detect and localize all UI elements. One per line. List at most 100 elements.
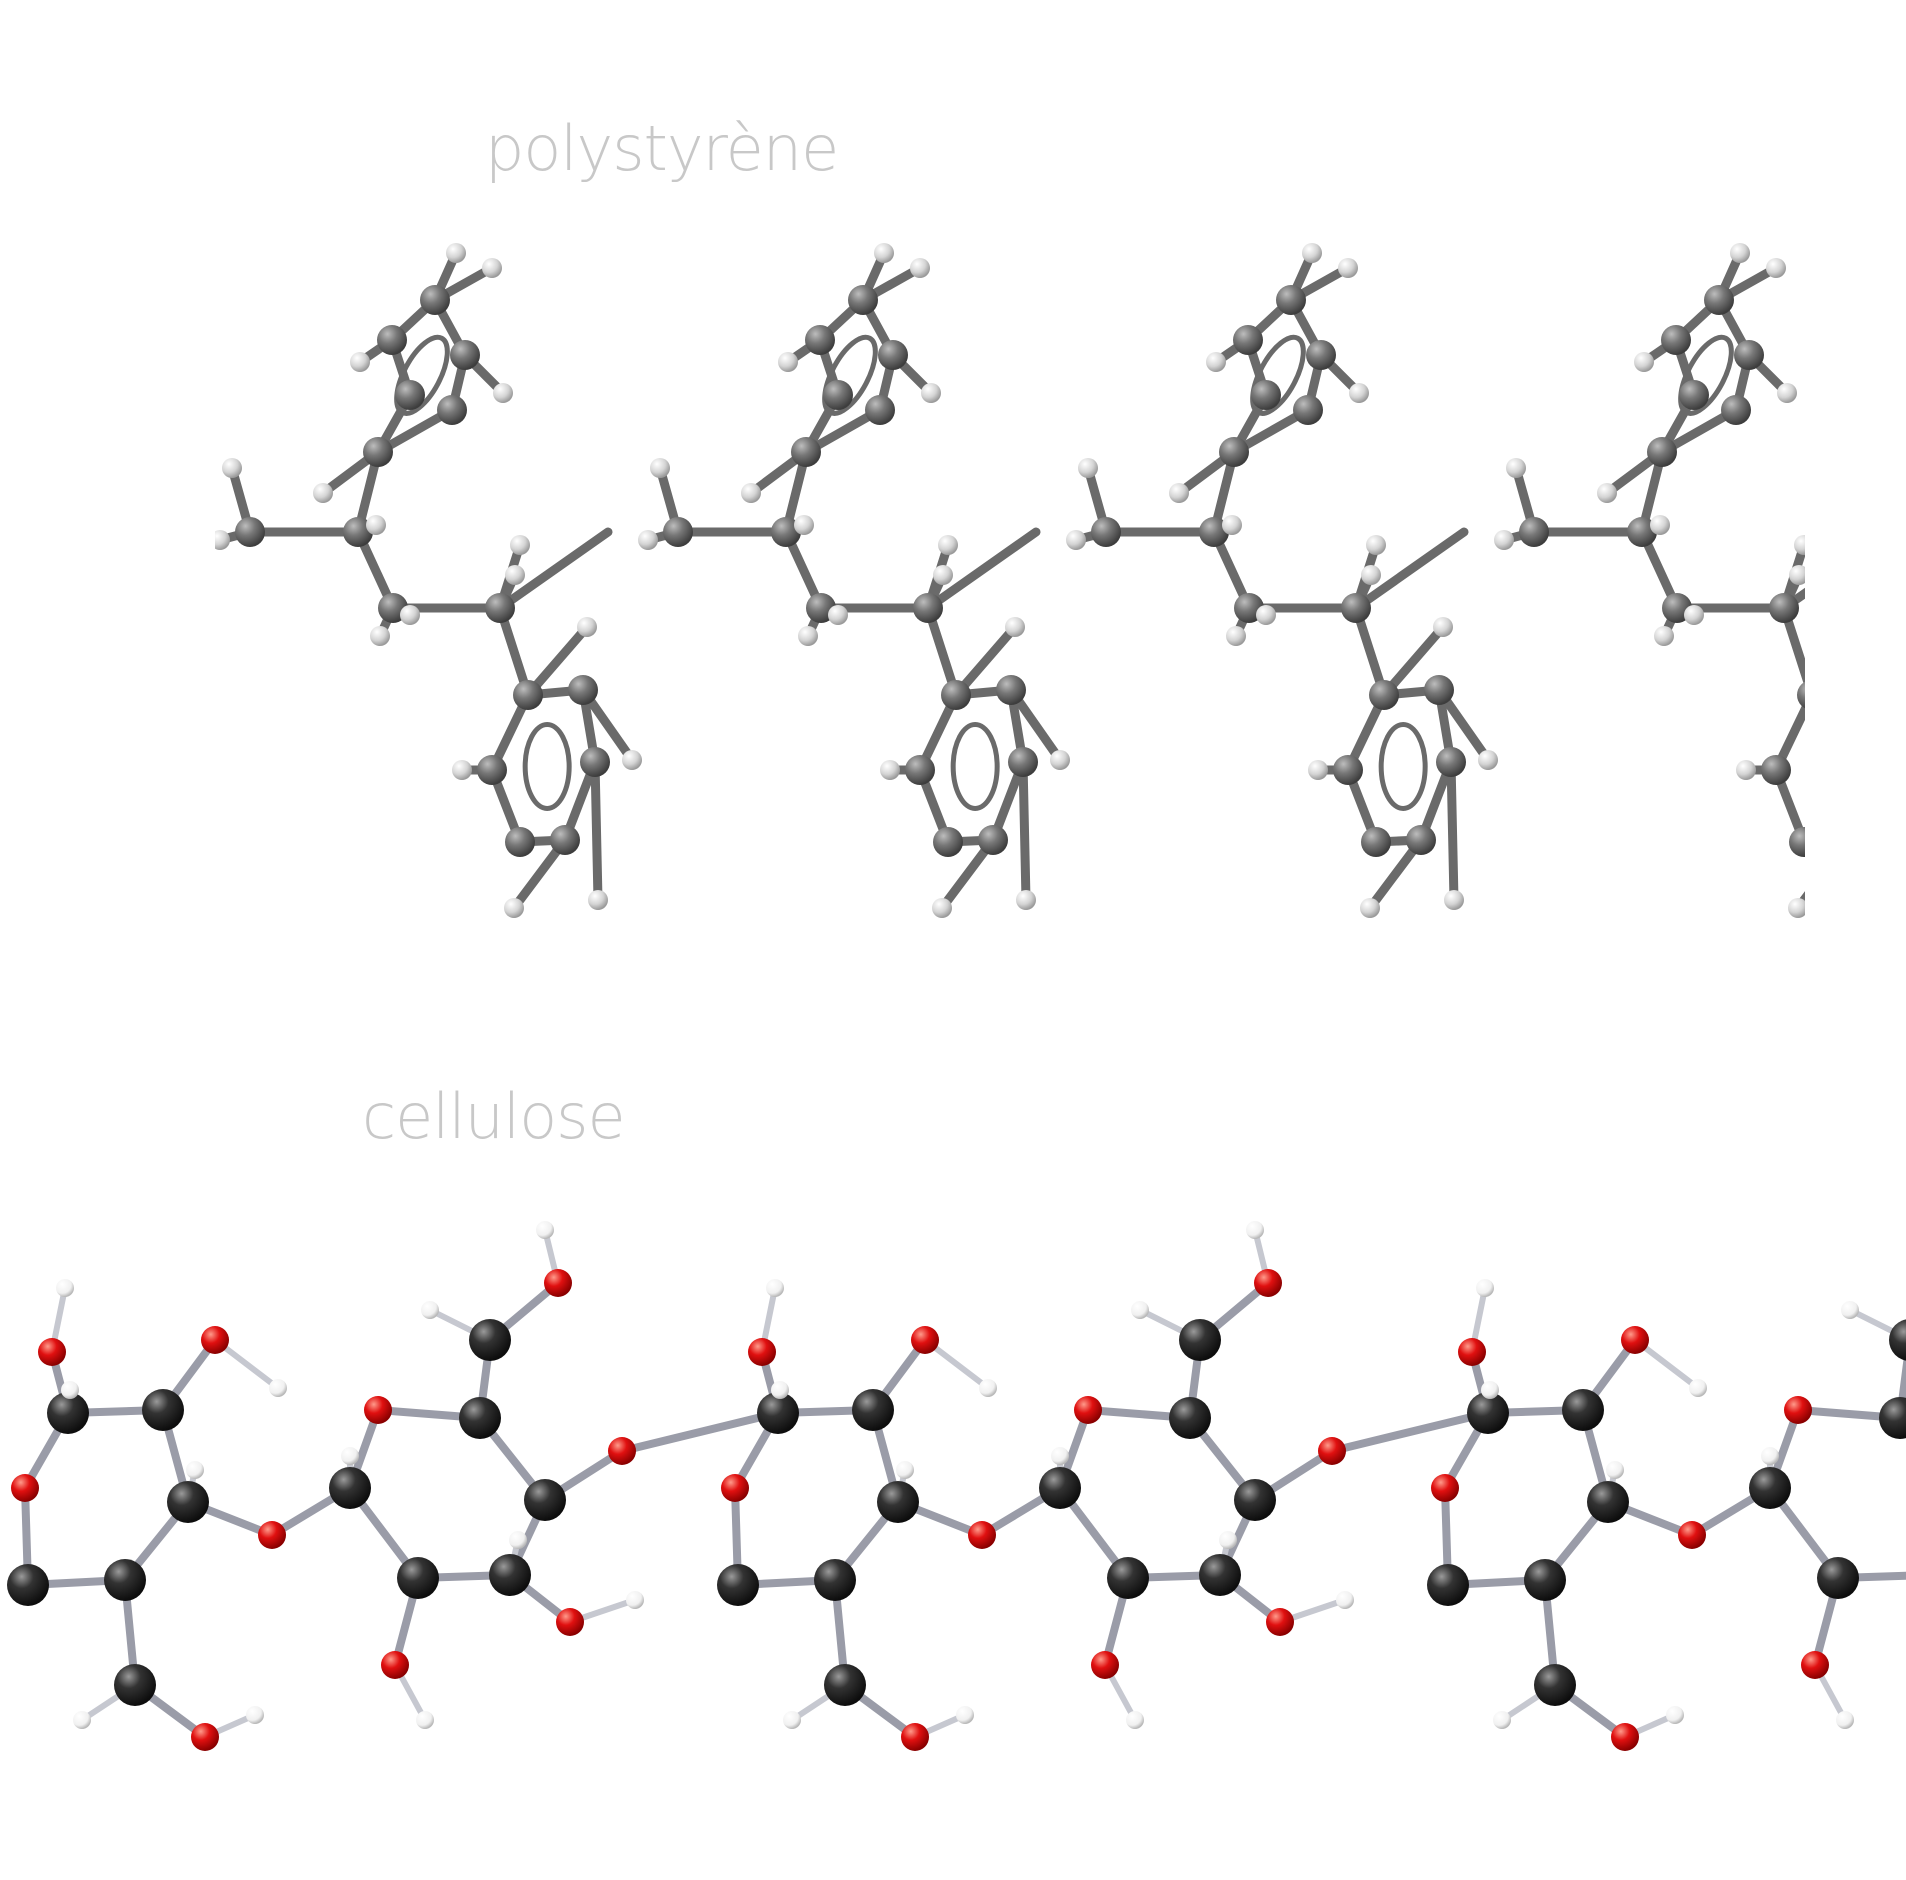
carbon-atom bbox=[477, 755, 507, 785]
hydrogen-atom bbox=[186, 1461, 204, 1479]
oxygen-atom bbox=[1611, 1723, 1639, 1751]
hydrogen-atom bbox=[1206, 352, 1226, 372]
hydrogen-atom bbox=[921, 383, 941, 403]
hydrogen-atom bbox=[1494, 530, 1514, 550]
hydrogen-atom bbox=[880, 760, 900, 780]
oxygen-atom bbox=[201, 1326, 229, 1354]
oxygen-atom bbox=[1801, 1651, 1829, 1679]
carbon-atom bbox=[823, 380, 853, 410]
carbon-atom bbox=[459, 1397, 501, 1439]
carbon-atom bbox=[57, 593, 87, 623]
bond bbox=[7, 253, 28, 300]
carbon-atom bbox=[1107, 1557, 1149, 1599]
oxygen-atom bbox=[364, 1396, 392, 1424]
carbon-atom bbox=[1789, 827, 1805, 857]
aromatic-ring bbox=[394, 334, 450, 416]
hydrogen-atom bbox=[1788, 898, 1805, 918]
carbon-atom bbox=[1647, 437, 1677, 467]
hydrogen-atom bbox=[269, 1379, 287, 1397]
bond bbox=[72, 545, 92, 608]
hydrogen-atom bbox=[828, 605, 848, 625]
carbon-atom bbox=[1761, 755, 1791, 785]
hydrogen-atom bbox=[82, 535, 102, 555]
carbon-atom bbox=[152, 747, 182, 777]
carbon-atom bbox=[1749, 1467, 1791, 1509]
hydrogen-atom bbox=[1634, 352, 1654, 372]
bond bbox=[1351, 527, 1469, 613]
bond bbox=[155, 690, 167, 762]
carbon-atom bbox=[1293, 395, 1323, 425]
carbon-atom bbox=[397, 1557, 439, 1599]
carbon-atom bbox=[343, 517, 373, 547]
carbon-atom bbox=[1864, 747, 1894, 777]
cellulose-atoms bbox=[7, 1221, 1906, 1751]
bond bbox=[100, 690, 155, 695]
polystyrene-label: polystyrène bbox=[485, 112, 839, 185]
hydrogen-atom bbox=[77, 565, 97, 585]
carbon-atom bbox=[1179, 1319, 1221, 1361]
hydrogen-atom bbox=[18, 243, 38, 263]
carbon-atom bbox=[22, 340, 52, 370]
aromatic-ring bbox=[522, 722, 572, 811]
bond bbox=[1018, 757, 1031, 905]
bond bbox=[155, 690, 204, 760]
carbon-atom bbox=[1679, 380, 1709, 410]
hydrogen-atom bbox=[1666, 1706, 1684, 1724]
hydrogen-atom bbox=[956, 1706, 974, 1724]
carbon-atom bbox=[877, 1481, 919, 1523]
hydrogen-atom bbox=[1493, 1711, 1511, 1729]
hydrogen-atom bbox=[400, 605, 420, 625]
carbon-atom bbox=[1519, 517, 1549, 547]
hydrogen-atom bbox=[536, 1221, 554, 1239]
hydrogen-atom bbox=[1444, 890, 1464, 910]
bond bbox=[0, 300, 7, 340]
bond bbox=[72, 532, 180, 608]
hydrogen-atom bbox=[61, 1381, 79, 1399]
carbon-atom bbox=[505, 827, 535, 857]
hydrogen-atom bbox=[1597, 483, 1617, 503]
bond bbox=[64, 695, 100, 770]
hydrogen-atom bbox=[622, 750, 642, 770]
hydrogen-atom bbox=[446, 243, 466, 263]
carbon-atom bbox=[1234, 1479, 1276, 1521]
oxygen-atom bbox=[1318, 1437, 1346, 1465]
bond bbox=[1849, 762, 1879, 840]
hydrogen-atom bbox=[1730, 243, 1750, 263]
hydrogen-atom bbox=[1246, 1221, 1264, 1239]
carbon-atom bbox=[878, 340, 908, 370]
hydrogen-atom bbox=[1302, 243, 1322, 263]
carbon-atom bbox=[1008, 747, 1038, 777]
carbon-atom bbox=[1406, 825, 1436, 855]
carbon-atom bbox=[1704, 285, 1734, 315]
oxygen-atom bbox=[1431, 1474, 1459, 1502]
aromatic-ring bbox=[1809, 725, 1853, 809]
carbon-atom bbox=[524, 1479, 566, 1521]
hydrogen-atom bbox=[1361, 565, 1381, 585]
carbon-atom bbox=[489, 1554, 531, 1596]
oxygen-atom bbox=[191, 1723, 219, 1751]
hydrogen-atom bbox=[341, 1447, 359, 1465]
carbon-atom bbox=[1834, 825, 1864, 855]
hydrogen-atom bbox=[194, 750, 214, 770]
oxygen-atom bbox=[1266, 1608, 1294, 1636]
aromatic-ring bbox=[97, 725, 141, 809]
hydrogen-atom bbox=[766, 1279, 784, 1297]
carbon-atom bbox=[933, 827, 963, 857]
carbon-atom bbox=[996, 675, 1026, 705]
hydrogen-atom bbox=[1219, 1531, 1237, 1549]
hydrogen-atom bbox=[1066, 530, 1086, 550]
aromatic-ring bbox=[822, 334, 878, 416]
hydrogen-atom bbox=[1338, 258, 1358, 278]
aromatic-ring bbox=[1250, 334, 1306, 416]
carbon-atom bbox=[757, 1392, 799, 1434]
bond bbox=[523, 622, 592, 700]
hydrogen-atom bbox=[1126, 1711, 1144, 1729]
hydrogen-atom bbox=[933, 565, 953, 585]
bond bbox=[951, 622, 1020, 700]
oxygen-atom bbox=[38, 1338, 66, 1366]
hydrogen-atom bbox=[1308, 760, 1328, 780]
hydrogen-atom bbox=[370, 626, 390, 646]
hydrogen-atom bbox=[741, 483, 761, 503]
carbon-atom bbox=[122, 825, 152, 855]
carbon-atom bbox=[104, 1559, 146, 1601]
